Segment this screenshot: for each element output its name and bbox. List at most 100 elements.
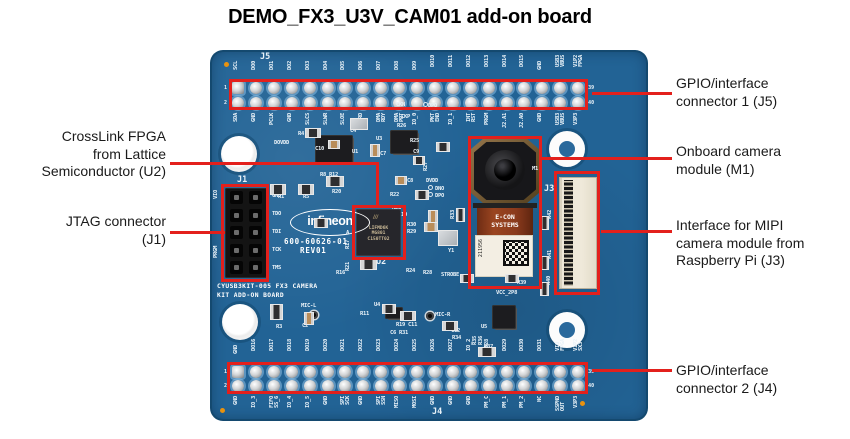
highlight-j5 [229,79,588,110]
pin-hole [232,82,244,94]
pin-label-top: DO12 [465,55,472,68]
pin-hole [446,97,459,109]
pin-hole [572,380,585,392]
pin-label-bottom: GND [358,396,365,406]
silk-label: DVDD [426,178,439,184]
pin-hole [482,380,495,392]
pin-label-top: VIO FPGA [555,339,566,352]
pin-number: 2 [224,383,228,389]
silk-label: R23 [392,205,402,211]
pin-hole [321,97,334,109]
smd-component [270,184,286,195]
pin-label-top: DO31 [537,339,544,352]
pin-hole [375,366,388,378]
pin-hole [357,380,370,392]
pin-hole [446,380,459,392]
silk-label: VIO [213,190,219,200]
silk-label: R20 [332,189,342,195]
pin-hole [411,366,423,378]
smd-component [382,304,396,314]
smd-component [400,311,416,321]
silk-label: U4 [374,302,381,308]
pin-hole [375,97,388,109]
pin-number: 39 [588,369,595,375]
camera-brand-line2: SYSTEMS [491,221,519,229]
highlight-u2 [352,205,406,260]
silk-label: U5 [481,324,488,330]
silk-label: DPO [428,103,438,109]
pin-hole [321,82,334,94]
pin-label-top: GND [233,345,239,355]
silk-label: TMS [272,265,282,271]
leader-line-j4 [592,369,672,372]
silk-label: MIC-R [435,312,451,318]
pin-hole [500,380,513,392]
camera-lens [485,150,525,190]
pin-hole [572,97,585,109]
pin-hole [393,380,406,392]
kit-name-line1: CYUSB3KIT-005 FX3 CAMERA [217,283,318,290]
silk-label: VCC_2P8 [496,290,518,296]
pin-hole [500,97,513,109]
qr-code [503,240,529,266]
pin-hole [536,82,549,94]
pin-hole [482,82,495,94]
pin-label-top: DO26 [429,339,436,352]
jtag-pin [249,208,262,222]
pin-hole [375,82,388,94]
pin-label-top: V1P2 SX3 [573,339,584,352]
pin-label-bottom: MISO [394,396,401,409]
pin-label-bottom: V3P3 [573,113,580,126]
pin-hole [339,366,352,378]
pin-label-bottom: DMA RDY [376,113,387,123]
jtag-pin [230,208,243,222]
pin-hole [393,97,406,109]
board-part-number: 600-60626-01 [284,237,348,246]
smd-component [424,222,438,232]
pin-hole [572,366,585,378]
pin-label-bottom: IO_3 [250,396,257,409]
pin-label-top: DO24 [394,339,401,352]
silk-label: TDO [272,211,282,217]
silk-label: R34 [452,335,462,341]
pin-label-bottom: V3P3 [573,396,580,409]
ffc-pin-comb [564,180,573,286]
silk-label: J3 [544,184,555,194]
pin-label-top: DO5 [340,61,347,71]
pin-hole [482,97,495,109]
pin-hole [482,366,495,378]
pin-hole [428,380,441,392]
silk-label: R3 [276,324,283,330]
pin-hole [464,380,477,392]
pin-label-top: DO10 [429,55,436,68]
smd-component [456,208,465,222]
pin-hole [232,97,244,109]
pin-label-top: IO_2 [465,339,472,352]
pin-hole [464,82,477,94]
pin-label-top: DO7 [376,61,383,71]
pin-label-top: DO11 [447,55,454,68]
pin-hole [303,380,316,392]
smd-component [415,190,429,200]
pin-hole [518,97,531,109]
silk-label: GND [272,193,282,199]
callout-jtag-connector: JTAG connector (J1) [65,213,166,247]
pin-hole [554,97,567,109]
smd-component [436,142,450,152]
pin-label-top: DO4 [322,61,329,71]
pin-label-top: DO29 [501,339,508,352]
pin-label-top: DO9 [412,61,418,71]
pin-label-bottom: J2.A0 [519,113,526,129]
callout-camera-module: Onboard camera module (M1) [676,143,782,177]
silk-label: Y1 [448,248,455,254]
pin-label-bottom: SLWR [322,113,329,126]
silk-label: C9 [413,149,420,155]
pin-label-bottom: J2.A1 [501,113,508,129]
pin-label-bottom: GND [286,113,293,123]
mounting-hole-bottom-right [549,312,585,348]
pin-label-bottom: PRGM [483,113,490,126]
chip-u1 [315,135,353,163]
pin-hole [375,380,388,392]
pin-label-bottom: IO_0 [412,113,418,126]
smd-component [350,118,368,130]
